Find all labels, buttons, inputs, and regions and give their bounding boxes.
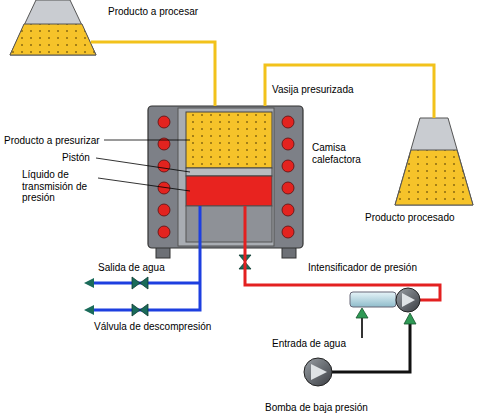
pressure-vessel xyxy=(186,168,272,176)
heating-jacket xyxy=(158,226,170,238)
part-label: Camisa calefactora xyxy=(312,142,376,165)
heating-jacket xyxy=(282,160,294,172)
input-hopper xyxy=(10,24,96,55)
pressure-vessel xyxy=(186,112,272,168)
output-hopper xyxy=(395,118,473,205)
outlet-arrowheads xyxy=(84,305,94,315)
low-pressure-pump xyxy=(304,313,416,386)
output-hopper xyxy=(395,118,473,205)
heating-jacket xyxy=(282,204,294,216)
input-hopper xyxy=(10,0,96,55)
low-pressure-pump xyxy=(404,313,416,324)
product-pipe xyxy=(91,42,215,106)
output-hopper: Producto procesado xyxy=(395,118,473,206)
pressure-intensifier xyxy=(350,292,396,307)
input-hopper: Producto a procesar xyxy=(8,0,98,56)
pressure-vessel xyxy=(178,108,274,246)
leader-line xyxy=(96,140,190,191)
part-label: Salida de agua xyxy=(98,262,165,274)
pressure-vessel xyxy=(148,106,303,248)
pressure-vessel xyxy=(186,176,272,206)
input-hopper xyxy=(10,0,96,55)
part-label: Bomba de baja presión xyxy=(265,402,368,414)
water-outlet-lines xyxy=(92,206,200,310)
product-pipe xyxy=(91,42,215,106)
output-hopper xyxy=(395,150,473,205)
part-label: Intensificador de presión xyxy=(308,262,417,274)
leader-line xyxy=(98,178,190,191)
pressure-intensifier xyxy=(402,293,415,307)
node-heading: Vasija presurizada xyxy=(272,84,354,96)
leader-line xyxy=(96,158,190,172)
pressure-intensifier xyxy=(396,288,420,312)
water-outlet-lines xyxy=(92,206,200,310)
heating-jacket xyxy=(158,116,294,238)
part-label: Líquido de transmisión de presión xyxy=(22,169,104,204)
node-heading: Producto procesado xyxy=(365,212,455,224)
part-label: Producto a presurizar xyxy=(4,135,100,147)
heating-jacket xyxy=(282,138,294,150)
heating-jacket xyxy=(282,116,294,128)
heating-jacket xyxy=(158,116,170,128)
valve-symbol xyxy=(132,304,148,316)
outlet-arrowheads xyxy=(84,278,94,315)
low-pressure-pump xyxy=(311,364,327,380)
product-pipe xyxy=(265,65,434,118)
part-label: Pistón xyxy=(62,152,90,164)
outlet-arrowheads xyxy=(84,278,94,288)
part-label: Entrada de agua xyxy=(272,338,346,350)
pressure-intensifier xyxy=(350,288,420,312)
valve-symbol xyxy=(132,277,148,289)
water-inlet-arrow xyxy=(361,316,363,338)
pressure-vessel xyxy=(148,106,303,258)
product-pipe xyxy=(265,65,434,118)
pressure-vessel: Vasija presurizada xyxy=(148,106,303,248)
low-pressure-pump xyxy=(304,358,332,386)
heating-jacket xyxy=(282,226,294,238)
part-label: Válvula de descompresión xyxy=(94,321,211,333)
heating-jacket xyxy=(282,182,294,194)
heating-jacket xyxy=(158,160,170,172)
water-inlet-arrow xyxy=(356,308,368,318)
water-inlet-arrow xyxy=(356,308,368,338)
heating-jacket xyxy=(158,204,170,216)
node-heading: Producto a procesar xyxy=(108,6,198,18)
leader-line xyxy=(104,140,190,141)
